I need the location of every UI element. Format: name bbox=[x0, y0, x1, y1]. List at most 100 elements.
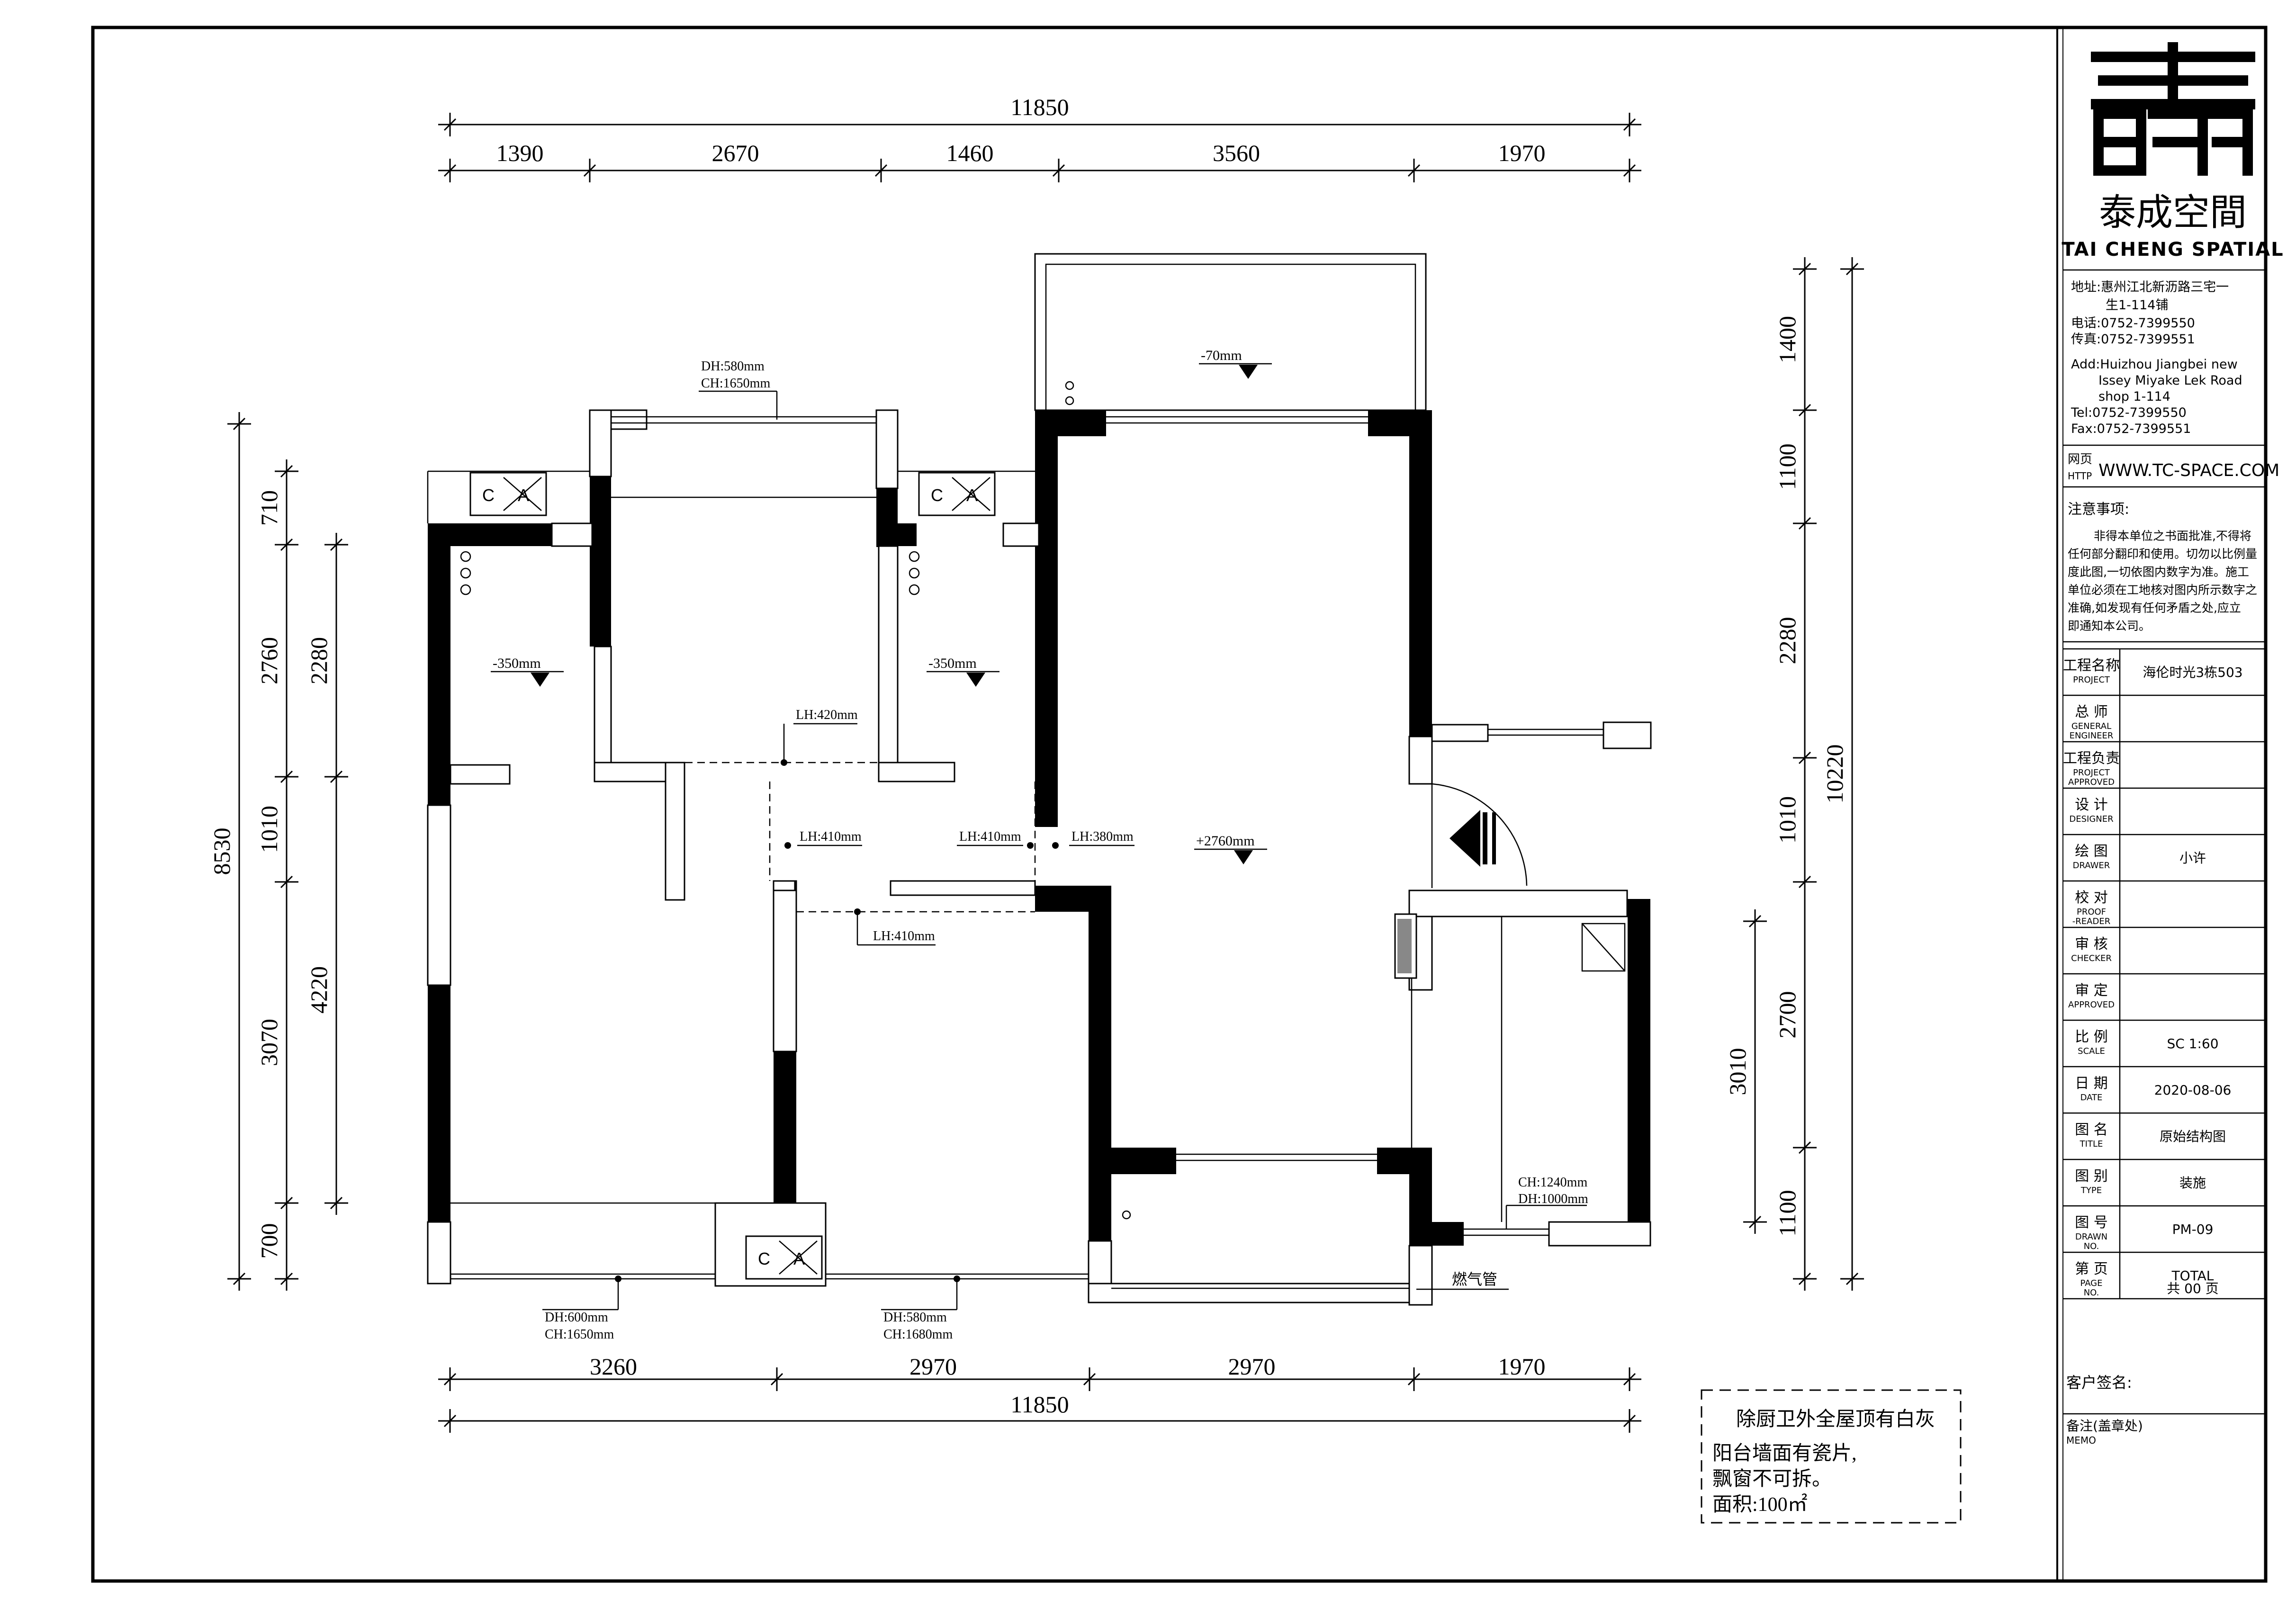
address-cn-line-1: 地址:惠州江北新沥路三宅一 bbox=[2071, 280, 2229, 295]
dimension-label: 2970 bbox=[1228, 1353, 1276, 1380]
note-line-4: 面积:100㎡ bbox=[1712, 1493, 1808, 1516]
beam-410-a: LH:410mm bbox=[800, 829, 862, 844]
tb-label-en: APPROVED bbox=[2068, 1000, 2115, 1010]
dimension-label: 1970 bbox=[1498, 140, 1546, 166]
gas-meter-icon bbox=[1397, 919, 1412, 973]
dimension-label: 1400 bbox=[1774, 316, 1801, 363]
dimension-label: 4220 bbox=[306, 966, 332, 1014]
win-bl-dh: DH:600mm bbox=[545, 1310, 608, 1325]
address-en-line-2: Issey Miyake Lek Road bbox=[2098, 373, 2242, 388]
win-top-ch: CH:1650mm bbox=[701, 376, 770, 391]
partition-walls bbox=[427, 409, 1652, 1306]
tb-label-en: CHECKER bbox=[2071, 953, 2112, 963]
dimension-label: 10220 bbox=[1821, 745, 1848, 804]
level-triangle-icon bbox=[531, 673, 549, 687]
note-line-3: 飘窗不可拆。 bbox=[1712, 1468, 1832, 1490]
kitchen-fixture bbox=[1397, 919, 1626, 973]
page-total: 共 00 页 bbox=[2167, 1281, 2218, 1296]
svg-text:准确,如发现有任何矛盾之处,应立: 准确,如发现有任何矛盾之处,应立 bbox=[2068, 601, 2241, 615]
tb-label-cn: 第 页 bbox=[2075, 1261, 2108, 1277]
windows bbox=[427, 416, 1603, 1289]
note-line-2: 阳台墙面有瓷片, bbox=[1712, 1443, 1857, 1464]
tb-value: SC 1:60 bbox=[2167, 1036, 2218, 1051]
address-en-line-1: Add:Huizhou Jiangbei new bbox=[2071, 357, 2238, 372]
tb-label-en: SCALE bbox=[2078, 1046, 2105, 1056]
svg-text:度此图,一切依图内数字为准。施工: 度此图,一切依图内数字为准。施工 bbox=[2068, 565, 2249, 579]
tb-label-cn: 图 别 bbox=[2075, 1168, 2108, 1185]
level-markers: -70mm-350mm-350mm+2760mm bbox=[491, 348, 1272, 864]
note-line-1: 除厨卫外全屋顶有白灰 bbox=[1736, 1408, 1935, 1430]
title-block: 泰 泰成空間 TAI CHENG SPATIAL 地址:惠州江北新沥路三宅一 生… bbox=[2062, 42, 2283, 1446]
svg-text:非得本单位之书面批准,不得将: 非得本单位之书面批准,不得将 bbox=[2094, 529, 2251, 543]
win-top-dh: DH:580mm bbox=[701, 359, 765, 374]
annotations: DH:580mm CH:1650mm LH:420mm LH:410mm LH:… bbox=[542, 359, 1588, 1342]
gas-pipe-label: 燃气管 bbox=[1452, 1271, 1497, 1288]
brand-logo: 泰 bbox=[2091, 42, 2255, 178]
dimension-label: 2970 bbox=[909, 1353, 957, 1380]
win-bl-ch: CH:1650mm bbox=[545, 1327, 614, 1342]
tb-label-en: DRAWN bbox=[2075, 1232, 2107, 1242]
tb-value: 原始结构图 bbox=[2160, 1129, 2226, 1144]
dimension-label: 3560 bbox=[1213, 140, 1260, 166]
win-kitchen-dh: DH:1000mm bbox=[1518, 1192, 1588, 1206]
win-kitchen-ch: CH:1240mm bbox=[1518, 1175, 1587, 1190]
dimension-label: 1010 bbox=[256, 806, 282, 853]
tb-label-en: APPROVED bbox=[2068, 777, 2115, 787]
svg-text:单位必须在工地核对图内所示数字之: 单位必须在工地核对图内所示数字之 bbox=[2068, 583, 2257, 597]
notice-title: 注意事项: bbox=[2068, 501, 2129, 518]
tb-value: 海伦时光3栋503 bbox=[2143, 665, 2242, 680]
dimension-label: 11850 bbox=[1010, 1391, 1069, 1418]
tb-value: PM-09 bbox=[2172, 1222, 2214, 1237]
fax-en: Fax:0752-7399551 bbox=[2071, 422, 2191, 436]
dimension-label: 8530 bbox=[208, 828, 235, 875]
dimension-label: 700 bbox=[256, 1223, 282, 1259]
tb-value: 装施 bbox=[2179, 1175, 2206, 1191]
note-box: 除厨卫外全屋顶有白灰 阳台墙面有瓷片, 飘窗不可拆。 面积:100㎡ bbox=[1701, 1389, 1962, 1524]
web-label-cn: 网页 bbox=[2068, 452, 2092, 467]
beam-410-c: LH:410mm bbox=[873, 929, 935, 943]
dimension-label: 2280 bbox=[306, 637, 332, 684]
dimension-label: 1100 bbox=[1774, 1190, 1801, 1236]
phone-en: Tel:0752-7399550 bbox=[2071, 405, 2187, 420]
tb-value: 2020-08-06 bbox=[2154, 1082, 2232, 1098]
tb-label-cn: 图 号 bbox=[2075, 1214, 2108, 1231]
tb-label-en: PROJECT bbox=[2073, 768, 2110, 778]
ac-unit-label: A bbox=[966, 485, 978, 505]
web-url[interactable]: WWW.TC-SPACE.COM bbox=[2098, 461, 2279, 480]
tb-label-en: NO. bbox=[2084, 1288, 2099, 1298]
dimension-label: 3010 bbox=[1724, 1048, 1751, 1096]
ac-unit-label: A bbox=[518, 485, 529, 505]
tb-label-cn: 校 对 bbox=[2075, 889, 2108, 906]
tb-label-en: PROJECT bbox=[2073, 675, 2110, 685]
brand-name-cn: 泰成空間 bbox=[2099, 191, 2247, 234]
tb-label-cn: 图 名 bbox=[2075, 1122, 2108, 1138]
tb-label-en: DRAWER bbox=[2073, 861, 2110, 871]
ac-unit-label: C bbox=[758, 1249, 770, 1268]
tb-label-en: PAGE bbox=[2080, 1278, 2102, 1288]
address-en-line-3: shop 1-114 bbox=[2098, 389, 2170, 404]
svg-text:即通知本公司。: 即通知本公司。 bbox=[2068, 619, 2151, 633]
tb-label-en: TYPE bbox=[2080, 1186, 2102, 1195]
ac-unit-label: C bbox=[482, 485, 495, 505]
level-marker: +2760mm bbox=[1196, 833, 1255, 849]
entrance-arrow-icon bbox=[1450, 810, 1480, 867]
tb-label-en: DESIGNER bbox=[2069, 814, 2113, 824]
level-triangle-icon bbox=[966, 673, 985, 687]
win-bm-ch: CH:1680mm bbox=[883, 1327, 953, 1342]
dimension-label: 2670 bbox=[712, 140, 759, 166]
level-marker: -350mm bbox=[493, 656, 541, 671]
dimension-label: 3260 bbox=[590, 1353, 637, 1380]
balcony-top bbox=[1034, 253, 1427, 411]
tb-label-en: -READER bbox=[2072, 916, 2110, 926]
win-bm-dh: DH:580mm bbox=[883, 1310, 947, 1325]
dimension-label: 1100 bbox=[1774, 443, 1801, 490]
phone-cn: 电话:0752-7399550 bbox=[2071, 316, 2195, 331]
level-marker: -70mm bbox=[1201, 348, 1242, 363]
beam-380: LH:380mm bbox=[1071, 829, 1134, 844]
sheet-border bbox=[91, 26, 2268, 1583]
dimension-label: 3070 bbox=[256, 1019, 282, 1066]
svg-text:任何部分翻印和使用。切勿以比例量: 任何部分翻印和使用。切勿以比例量 bbox=[2068, 547, 2257, 561]
